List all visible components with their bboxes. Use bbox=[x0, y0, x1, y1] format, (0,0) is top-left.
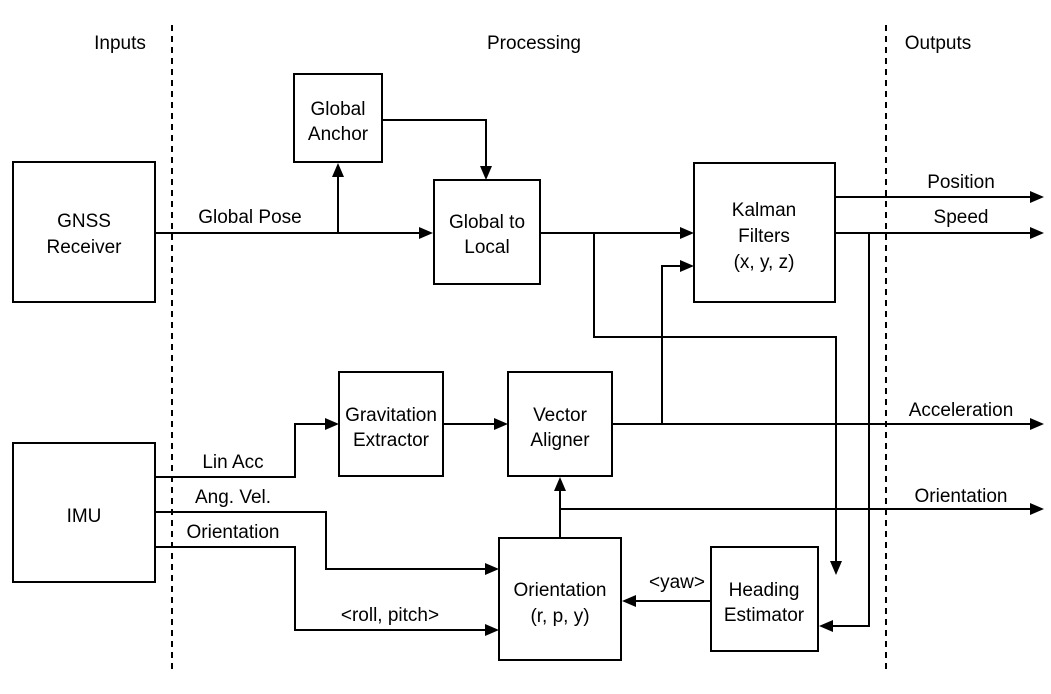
block-label: Orientation bbox=[514, 580, 607, 601]
gnss-receiver-block: GNSS Receiver bbox=[12, 161, 156, 303]
block-label: Estimator bbox=[724, 605, 805, 626]
arrowheads bbox=[325, 163, 1044, 636]
block-label: IMU bbox=[67, 506, 102, 527]
inputs-header: Inputs bbox=[94, 33, 146, 54]
arrowhead bbox=[819, 620, 833, 632]
lin-acc-label: Lin Acc bbox=[202, 452, 263, 473]
block-label: Extractor bbox=[353, 430, 430, 451]
arrowhead bbox=[1030, 191, 1044, 203]
arrowhead bbox=[325, 418, 339, 430]
block-label: Aligner bbox=[530, 430, 590, 451]
speed-output-label: Speed bbox=[934, 207, 989, 228]
anchor-to-global-local-wire bbox=[382, 119, 487, 170]
arrowhead bbox=[554, 477, 566, 491]
arrowhead bbox=[830, 561, 842, 575]
connections bbox=[155, 119, 1034, 631]
orientation-input-label: Orientation bbox=[187, 522, 280, 543]
global-to-local-block: Global to Local bbox=[433, 179, 541, 285]
yaw-label: <yaw> bbox=[649, 572, 705, 593]
ang-vel-label: Ang. Vel. bbox=[195, 487, 271, 508]
block-label: Gravitation bbox=[345, 405, 437, 426]
arrowhead bbox=[1030, 227, 1044, 239]
arrowhead bbox=[332, 163, 344, 177]
block-label: (r, p, y) bbox=[530, 606, 589, 627]
lin-acc-wire bbox=[155, 423, 330, 478]
block-label: Local bbox=[464, 237, 509, 258]
arrowhead bbox=[485, 563, 499, 575]
arrowhead bbox=[419, 227, 433, 239]
outputs-header: Outputs bbox=[905, 33, 972, 54]
arrowhead bbox=[1030, 418, 1044, 430]
orientation-block: Orientation (r, p, y) bbox=[498, 537, 622, 661]
block-label: (x, y, z) bbox=[734, 252, 795, 273]
processing-header: Processing bbox=[487, 33, 581, 54]
arrowhead bbox=[680, 227, 694, 239]
block-label: Global to bbox=[449, 212, 525, 233]
global-pose-label: Global Pose bbox=[198, 207, 302, 228]
gravitation-extractor-block: Gravitation Extractor bbox=[338, 371, 444, 477]
block-label: Heading bbox=[729, 580, 800, 601]
kalman-filters-block: Kalman Filters (x, y, z) bbox=[693, 162, 836, 303]
arrowhead bbox=[622, 595, 636, 607]
arrowhead bbox=[1030, 503, 1044, 515]
orientation-in-wire bbox=[155, 546, 489, 631]
ang-vel-wire bbox=[155, 511, 489, 570]
arrowhead bbox=[485, 624, 499, 636]
roll-pitch-label: <roll, pitch> bbox=[341, 605, 439, 626]
speed-to-heading-wire bbox=[829, 233, 870, 627]
block-label: Filters bbox=[738, 226, 790, 247]
heading-estimator-block: Heading Estimator bbox=[710, 546, 819, 652]
block-label: Receiver bbox=[47, 237, 123, 258]
block-label: Vector bbox=[533, 405, 588, 426]
block-label: GNSS bbox=[57, 211, 111, 232]
block-label: Kalman bbox=[732, 200, 796, 221]
imu-block: IMU bbox=[12, 442, 156, 583]
block-label: Anchor bbox=[308, 124, 369, 145]
orientation-output-label: Orientation bbox=[915, 486, 1008, 507]
arrowhead bbox=[494, 418, 508, 430]
arrowhead bbox=[680, 260, 694, 272]
local-to-heading-wire bbox=[593, 233, 837, 565]
acceleration-output-label: Acceleration bbox=[909, 400, 1014, 421]
block-label: Global bbox=[311, 99, 366, 120]
global-anchor-block: Global Anchor bbox=[293, 73, 383, 163]
aligner-to-kalman-wire bbox=[661, 265, 684, 424]
position-output-label: Position bbox=[927, 172, 995, 193]
arrowhead bbox=[480, 166, 492, 180]
vector-aligner-block: Vector Aligner bbox=[507, 371, 613, 477]
